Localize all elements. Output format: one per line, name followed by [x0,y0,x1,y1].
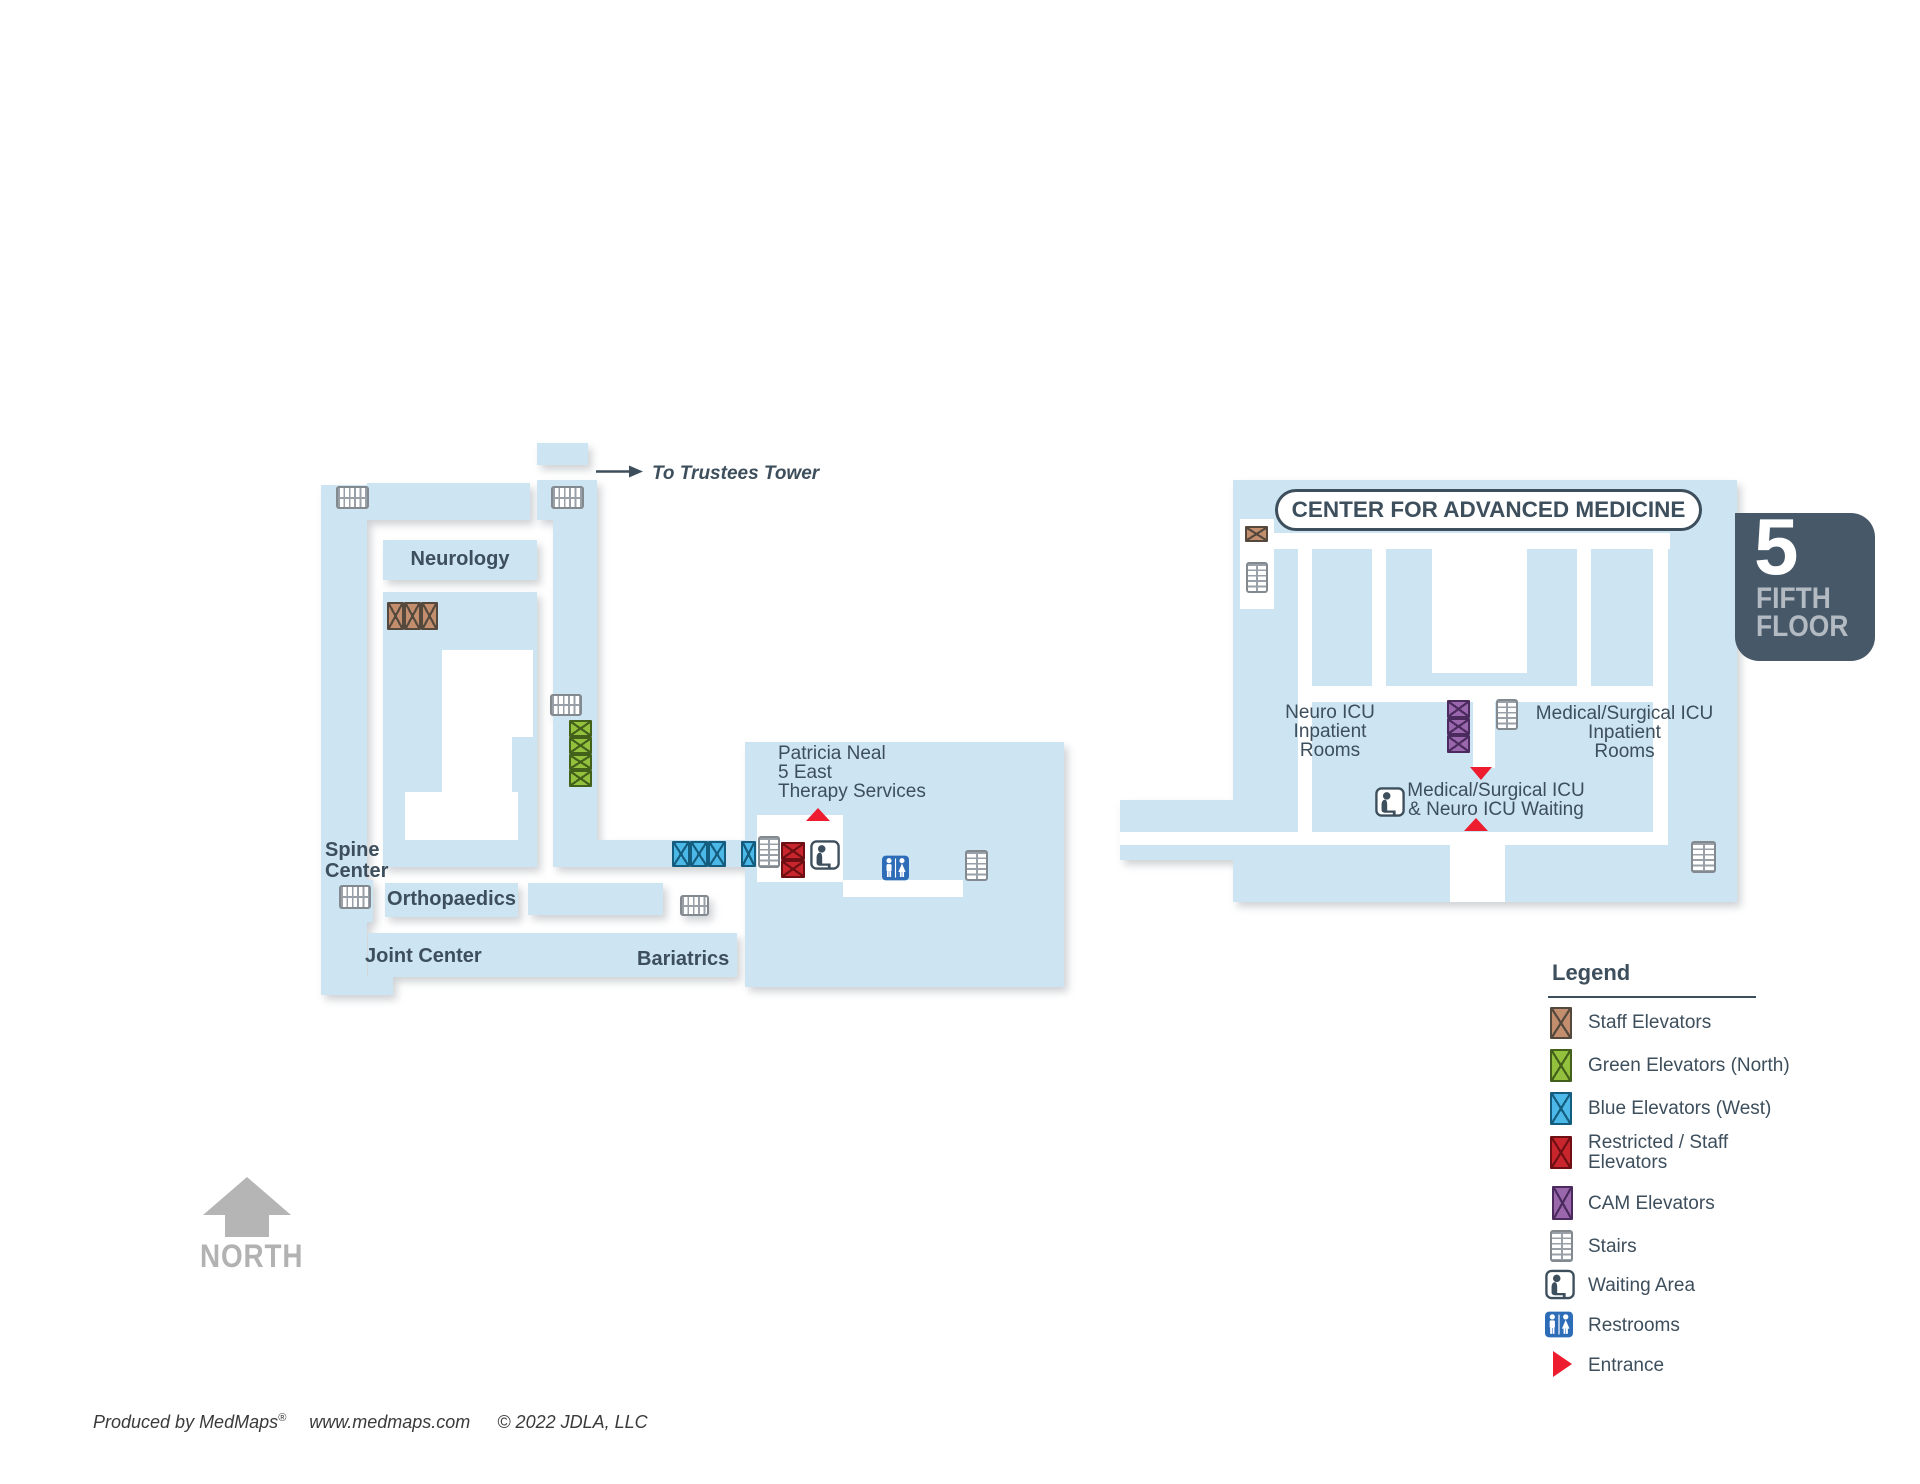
map-area [537,443,588,465]
courtyard [442,737,512,792]
courtyard [1432,548,1527,673]
stairs-icon [550,694,582,716]
blue-elevators-icon [672,841,726,867]
map-area [1120,800,1233,860]
staff-elevators-icon [387,602,438,630]
neurology-wing-area [383,540,537,580]
waiting-area-icon [1375,787,1405,817]
stairs-icon [758,836,780,868]
restricted-elevators-icon [781,842,805,878]
stairs-icon [1691,841,1716,873]
entrance-icon [1464,818,1488,831]
corridor [1120,832,1668,845]
cam-elevators-icon [1447,700,1470,754]
orthopaedics-wing-area [385,883,518,917]
staff-elevator-icon [1245,526,1268,542]
restrooms-icon [882,855,909,881]
stairs-icon [1246,562,1268,593]
waiting-area-icon [810,840,840,870]
corridor [1274,533,1670,549]
stairs-icon [1496,699,1518,730]
corridor [1473,686,1495,768]
blue-elevator-icon [741,841,756,867]
corridor [1372,549,1386,690]
entrance-icon [806,808,830,821]
map-area [528,883,663,915]
stairs-icon [965,850,988,881]
map-area [553,520,597,867]
stairs-icon [551,486,584,509]
corridor [843,880,963,897]
stairs-icon [336,486,369,509]
corridor [1577,549,1591,690]
map-area [321,977,393,995]
stairs-icon [680,895,709,916]
courtyard [442,650,533,737]
joint-center-area [368,933,737,977]
corridor [1450,832,1505,902]
entrance-icon [1470,767,1492,780]
stairs-icon [339,885,371,909]
courtyard [405,792,518,840]
map-area [367,483,530,520]
green-elevators-icon [569,720,592,787]
